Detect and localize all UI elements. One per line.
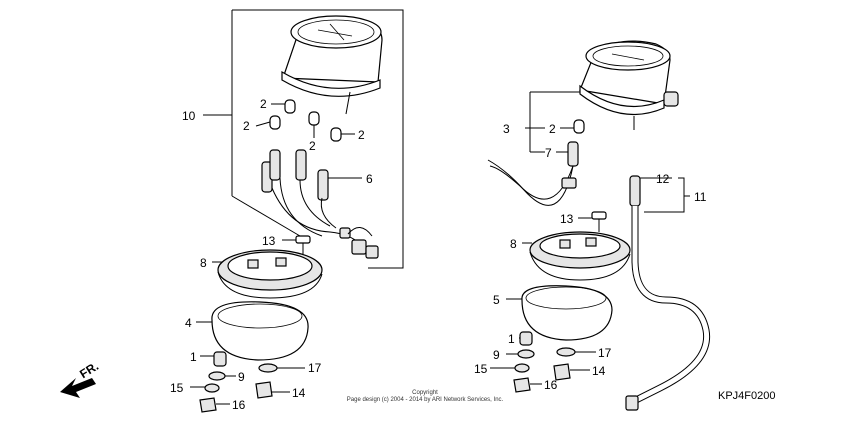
callout-5: 5 [493, 293, 500, 307]
cover-4-left [196, 301, 309, 361]
callout-8: 8 [200, 256, 207, 270]
callout-12: 12 [656, 172, 670, 186]
callout-7: 7 [545, 146, 552, 160]
callout-1: 1 [508, 332, 515, 346]
case-8-right [522, 231, 631, 281]
bulb-socket-right [487, 119, 585, 206]
callout-15: 15 [170, 381, 184, 395]
callout-11: 11 [694, 190, 707, 204]
callout-1: 1 [190, 350, 197, 364]
callout-9: 9 [238, 370, 245, 384]
callout-4: 4 [185, 316, 192, 330]
copyright-line-2: Page design (c) 2004 - 2014 by ARI Netwo… [347, 397, 504, 403]
callout-16: 16 [232, 398, 246, 412]
callout-13: 13 [560, 212, 574, 226]
callout-6: 6 [366, 172, 373, 186]
callout-15: 15 [474, 362, 488, 376]
callout-17: 17 [598, 346, 612, 360]
assembly-bracket-3 [525, 91, 580, 153]
assembly-bracket-10 [203, 9, 404, 269]
callout-2: 2 [309, 139, 316, 153]
front-direction-label: FR. [77, 359, 101, 381]
callout-13: 13 [262, 234, 276, 248]
cover-5-right [506, 285, 613, 341]
callout-3: 3 [503, 122, 510, 136]
front-direction-arrow [60, 378, 96, 398]
screw-13-right [578, 211, 607, 232]
callout-14: 14 [292, 386, 306, 400]
speedometer-right [579, 40, 679, 130]
speedometer-left [281, 15, 383, 115]
callout-14: 14 [592, 364, 606, 378]
callout-16: 16 [544, 378, 558, 392]
callout-2: 2 [358, 128, 365, 142]
callout-10: 10 [182, 109, 196, 123]
callout-2: 2 [549, 122, 556, 136]
copyright-line-1: Copyright [412, 390, 438, 396]
screw-13-left [282, 235, 311, 254]
callout-2: 2 [243, 119, 250, 133]
small-parts-left [190, 351, 305, 413]
bulb-parts-2-left [255, 99, 355, 142]
callout-8: 8 [510, 237, 517, 251]
case-8-left [212, 249, 323, 299]
wire-harness-6 [261, 149, 379, 259]
diagram-code: KPJ4F0200 [718, 390, 775, 402]
callout-17: 17 [308, 361, 322, 375]
callout-2: 2 [260, 97, 267, 111]
callout-9: 9 [493, 348, 500, 362]
speedometer-cable-11 [625, 175, 711, 411]
small-parts-right [490, 331, 596, 393]
